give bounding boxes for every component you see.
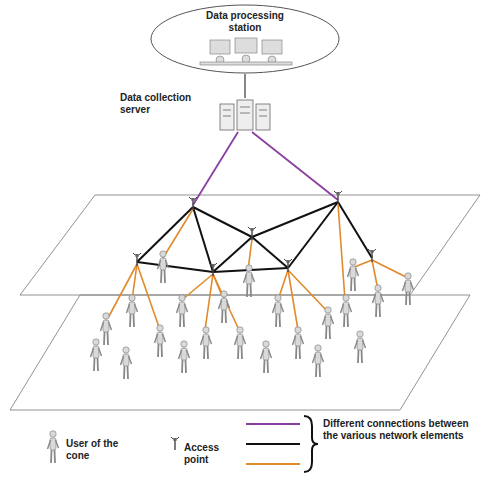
user-figure: [244, 265, 255, 297]
user-figure: [355, 331, 366, 363]
user-figure: [273, 295, 284, 327]
legend-text: User of the cone: [66, 438, 136, 461]
node-label: Data processing station: [190, 10, 300, 33]
user-figure: [177, 295, 188, 327]
connector-line: [244, 74, 245, 98]
user-figure: [101, 313, 112, 345]
user-figure: [341, 295, 352, 327]
station-ellipse: Data processing station: [150, 4, 340, 74]
user-figure: [179, 341, 190, 373]
legend-text: Access point: [184, 442, 244, 465]
legend-text: Different connections between the variou…: [323, 418, 473, 441]
user-figure: [155, 325, 166, 357]
user-figure: [235, 327, 246, 359]
user-figure: [127, 295, 138, 327]
user-figure: [261, 341, 272, 373]
node-label: Data collection server: [120, 84, 208, 115]
user-figure: [201, 327, 212, 359]
user-figure: [219, 291, 230, 323]
user-figure: [91, 339, 102, 371]
user-figure: [121, 347, 132, 379]
user-figure: [403, 273, 414, 305]
user-figure: [348, 259, 359, 291]
user-figure: [373, 285, 384, 317]
server-node: Data collection server: [120, 84, 280, 134]
user-figure: [293, 327, 304, 359]
user-figure: [158, 251, 169, 283]
user-figure: [323, 307, 334, 339]
user-figure: [313, 345, 324, 377]
